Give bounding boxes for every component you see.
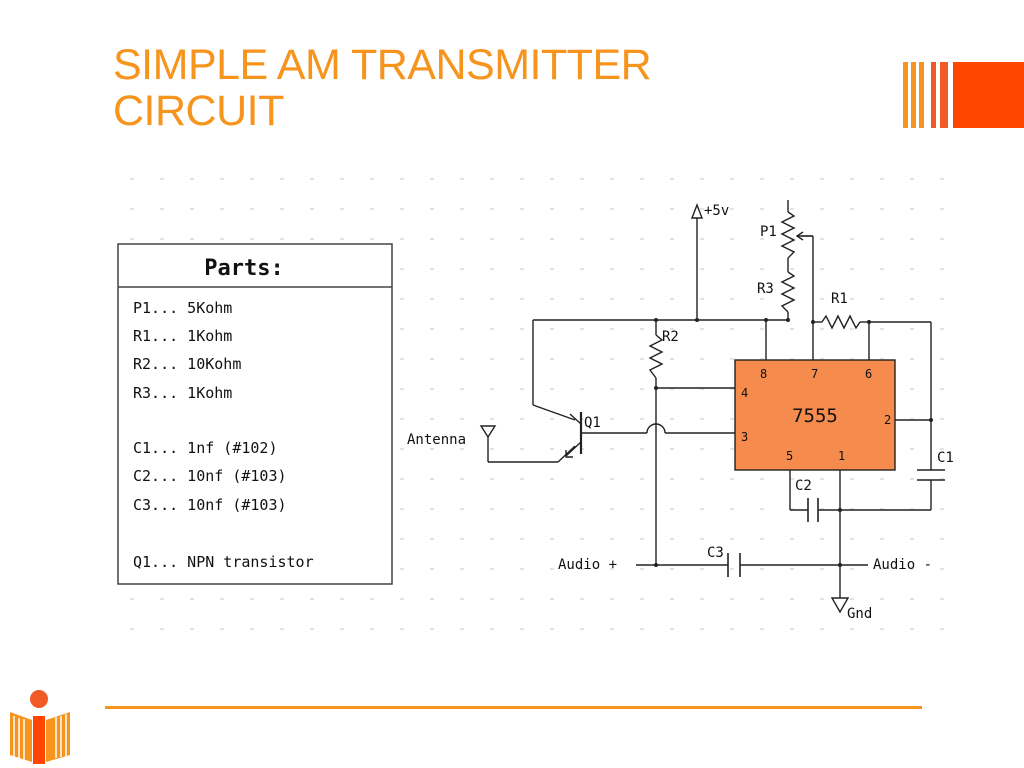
parts-item-r3: R3... 1Kohm [133, 384, 232, 402]
parts-item-c3: C3... 10nf (#103) [133, 496, 287, 514]
parts-item-r1: R1... 1Kohm [133, 327, 232, 345]
parts-item-c2: C2... 10nf (#103) [133, 467, 287, 485]
parts-heading: Parts: [204, 256, 283, 281]
slide-title-line-1: SIMPLE AM TRANSMITTER [113, 41, 652, 89]
r3-label: R3 [757, 281, 774, 297]
ic-pin-6: 6 [865, 367, 872, 381]
audio-minus-label: Audio - [873, 557, 932, 573]
resistor-r3-symbol [780, 271, 796, 313]
supply-label: +5v [704, 203, 729, 219]
logo-icon [10, 690, 70, 764]
parts-item-c1: C1... 1nf (#102) [133, 439, 278, 457]
ic-pin-3: 3 [741, 430, 748, 444]
parts-table-border [117, 243, 393, 585]
transistor-q1-symbol [565, 412, 583, 458]
circuit-wires [487, 200, 932, 598]
capacitor-c1-symbol [917, 465, 945, 485]
ic-name: 7555 [792, 405, 838, 427]
ic-pin-4: 4 [741, 386, 748, 400]
potentiometer-p1-symbol [780, 211, 813, 259]
r1-label: R1 [831, 291, 848, 307]
ic-pin-7: 7 [811, 367, 818, 381]
parts-item-r2: R2... 10Kohm [133, 355, 241, 373]
footer-rule [105, 706, 922, 709]
r2-label: R2 [662, 329, 679, 345]
parts-item-q1: Q1... NPN transistor [133, 553, 314, 571]
junction-dots [654, 318, 933, 567]
slide-title: SIMPLE AM TRANSMITTER CIRCUIT [113, 41, 652, 135]
capacitor-c3-symbol [727, 553, 741, 577]
ic-7555: 7555 8 7 6 4 2 3 5 1 [734, 359, 896, 471]
ic-pin-5: 5 [786, 449, 793, 463]
c1-label: C1 [937, 450, 954, 466]
supply-terminal: +5v [690, 203, 729, 219]
parts-item-p1: P1... 5Kohm [133, 299, 232, 317]
c3-label: C3 [707, 545, 724, 561]
antenna-icon [479, 425, 497, 439]
audio-plus-label: Audio + [558, 557, 617, 573]
parts-table: Parts: P1... 5Kohm R1... 1Kohm R2... 10K… [117, 243, 393, 585]
am-transmitter-schematic: Parts: P1... 5Kohm R1... 1Kohm R2... 10K… [117, 178, 954, 630]
resistor-r1-symbol [821, 314, 861, 330]
antenna-label: Antenna [407, 432, 466, 448]
q1-label: Q1 [584, 415, 601, 431]
ic-pin-1: 1 [838, 449, 845, 463]
resistor-r2-symbol [648, 334, 664, 379]
ground-label: Gnd [847, 606, 872, 622]
ic-pin-2: 2 [884, 413, 891, 427]
c2-label: C2 [795, 478, 812, 494]
capacitor-c2-symbol [807, 498, 819, 522]
ground-icon [830, 597, 850, 614]
p1-label: P1 [760, 224, 777, 240]
corner-bars-graphic [903, 62, 1024, 128]
ic-pin-8: 8 [760, 367, 767, 381]
slide-title-line-2: CIRCUIT [113, 87, 284, 135]
